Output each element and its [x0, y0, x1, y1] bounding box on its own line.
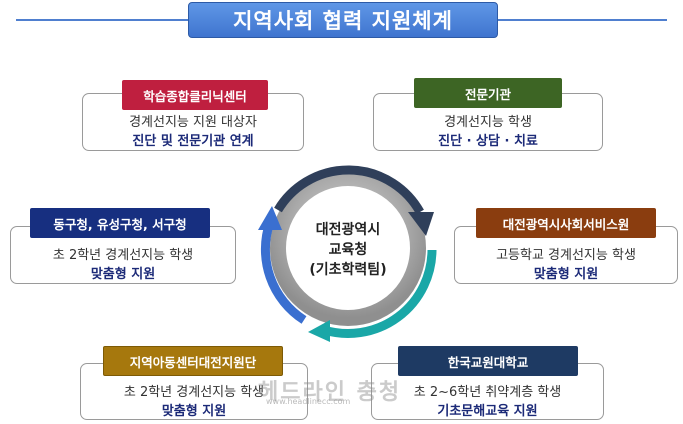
- node-description: 경계선지능 지원 대상자: [129, 115, 257, 130]
- node-label-university: 한국교원대학교: [398, 346, 578, 376]
- node-label-clinic-center: 학습종합클리닉센터: [122, 80, 268, 110]
- center-line-3: (기초학력팀): [309, 262, 387, 278]
- node-support: 맞춤형 지원: [90, 267, 156, 282]
- node-label-specialist: 전문기관: [414, 78, 562, 108]
- node-description: 경계선지능 학생: [444, 115, 532, 130]
- node-support: 맞춤형 지원: [161, 404, 227, 419]
- node-description: 고등학교 경계선지능 학생: [496, 248, 636, 263]
- node-support: 진단 · 상담 · 치료: [438, 134, 538, 149]
- inner-gray-ring: [270, 170, 426, 326]
- center-line-1: 대전광역시: [315, 222, 381, 238]
- node-label-child-center: 지역아동센터대전지원단: [103, 346, 283, 376]
- diagram-title: 지역사회 협력 지원체계: [188, 2, 498, 38]
- cycle-diagram: [258, 165, 437, 342]
- node-label-district-offices: 동구청, 유성구청, 서구청: [30, 208, 210, 238]
- node-description: 초 2~6학년 취약계층 학생: [413, 385, 562, 400]
- center-line-2: 교육청: [328, 242, 368, 258]
- arrow-arc-right: [322, 249, 437, 338]
- node-label-social-service: 대전광역시사회서비스원: [476, 208, 656, 238]
- watermark-text: 헤드라인 충청: [258, 380, 402, 405]
- center-organization: 대전광역시 교육청 (기초학력팀): [294, 220, 402, 280]
- node-description: 초 2학년 경계선지능 학생: [123, 385, 265, 400]
- center-disc: [287, 187, 409, 309]
- arrow-arc-left: [260, 220, 307, 324]
- arrow-head-left-icon: [258, 206, 282, 230]
- node-support: 진단 및 전문기관 연계: [132, 134, 254, 149]
- arrow-head-right-icon: [308, 320, 330, 342]
- arrow-arc-top: [274, 165, 424, 215]
- node-description: 초 2학년 경계선지능 학생: [52, 248, 194, 263]
- node-support: 맞춤형 지원: [533, 267, 599, 282]
- node-support: 기초문해교육 지원: [437, 404, 538, 419]
- arrow-head-top-icon: [408, 212, 434, 236]
- watermark-url: www.headlinecc.com: [266, 397, 351, 406]
